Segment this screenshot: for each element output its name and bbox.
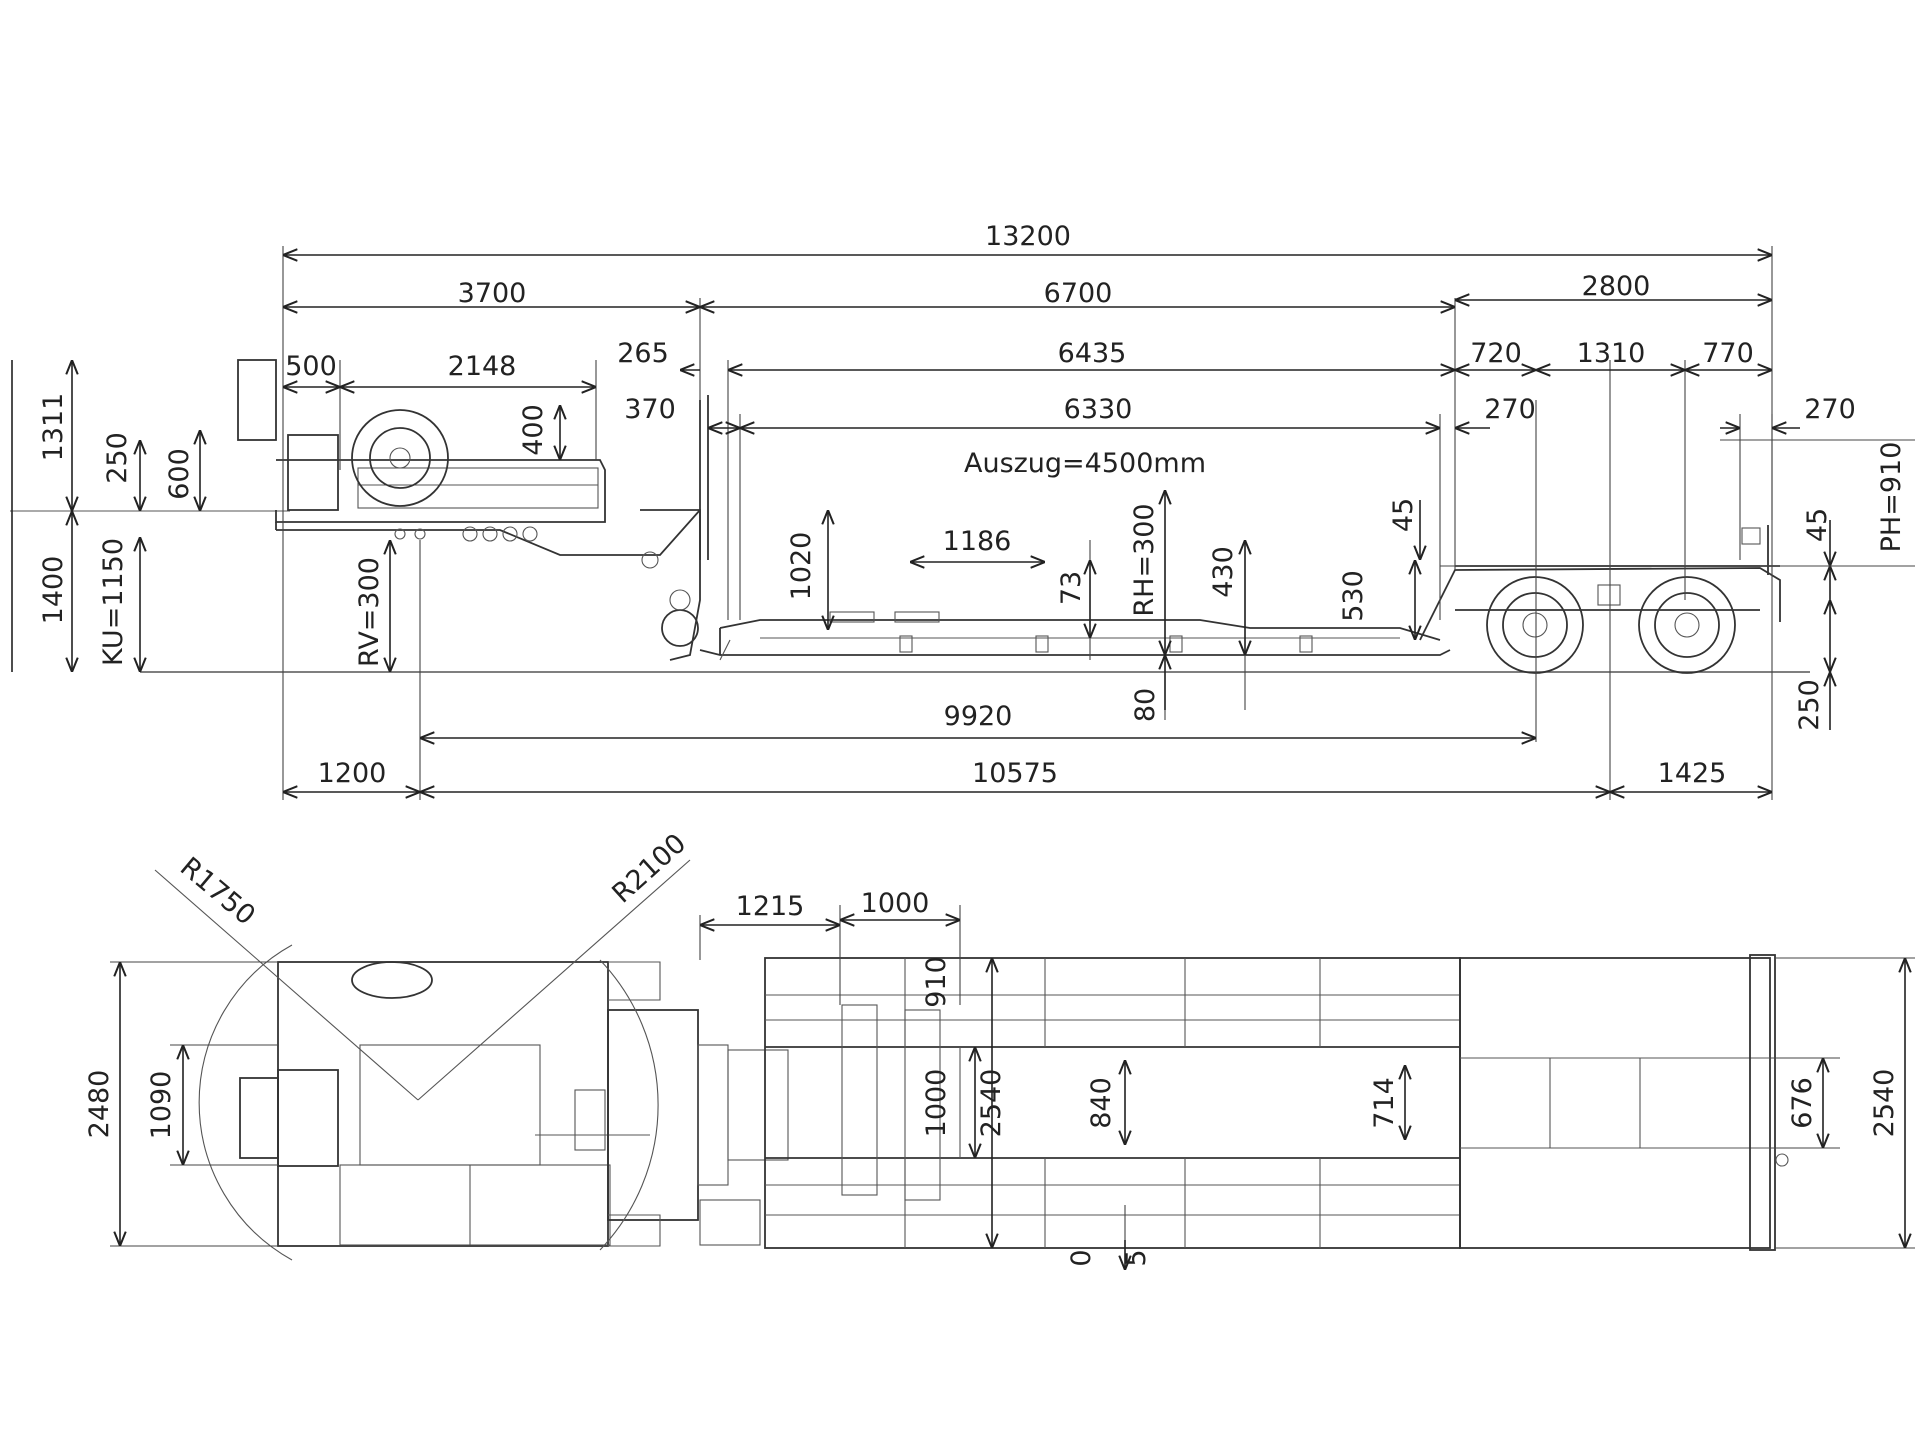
label-1215: 1215 xyxy=(736,891,805,922)
label-1000: 1000 xyxy=(861,888,930,919)
label-extension: Auszug=4500mm xyxy=(964,448,1206,479)
gooseneck-plan xyxy=(239,961,789,1247)
horizontal-dimensions xyxy=(283,255,1800,792)
label-ph: PH=910 xyxy=(1876,442,1907,553)
label-2148: 2148 xyxy=(448,351,517,382)
label-530: 530 xyxy=(1338,570,1369,622)
label-2800: 2800 xyxy=(1582,271,1651,302)
label-400: 400 xyxy=(518,404,549,456)
label-2540-inner: 2540 xyxy=(976,1069,1007,1138)
side-view: 13200 3700 6700 2800 500 2148 265 6435 7… xyxy=(10,221,1915,800)
extension-lines xyxy=(282,246,1773,800)
label-45-a: 45 xyxy=(1388,498,1419,532)
label-2480: 2480 xyxy=(84,1070,115,1139)
top-view: R1750 R2100 1215 1000 910 2480 1090 1000… xyxy=(84,828,1915,1270)
label-13200: 13200 xyxy=(985,221,1071,252)
label-1090: 1090 xyxy=(146,1071,177,1140)
label-250-rear: 250 xyxy=(1794,679,1825,731)
label-9920: 9920 xyxy=(944,701,1013,732)
label-270-a: 270 xyxy=(1484,394,1536,425)
label-1200: 1200 xyxy=(318,758,387,789)
rear-module-plan xyxy=(1459,954,1789,1251)
label-910: 910 xyxy=(921,956,952,1008)
label-714: 714 xyxy=(1369,1077,1400,1129)
label-370: 370 xyxy=(624,394,676,425)
label-80: 80 xyxy=(1130,688,1161,722)
label-ku: KU=1150 xyxy=(98,538,129,666)
label-0: 0 xyxy=(1066,1249,1097,1266)
label-10575: 10575 xyxy=(972,758,1058,789)
label-6435: 6435 xyxy=(1058,338,1127,369)
label-270-b: 270 xyxy=(1804,394,1856,425)
label-500: 500 xyxy=(285,351,337,382)
rear-axle-group xyxy=(1419,525,1781,674)
label-265: 265 xyxy=(617,338,669,369)
label-rv: RV=300 xyxy=(354,557,385,667)
label-1310: 1310 xyxy=(1577,338,1646,369)
gooseneck xyxy=(237,359,709,661)
low-bed-deck xyxy=(699,611,1451,661)
label-770: 770 xyxy=(1702,338,1754,369)
label-430: 430 xyxy=(1208,546,1239,598)
label-600: 600 xyxy=(164,448,195,500)
label-rh: RH=300 xyxy=(1129,503,1160,616)
label-r2100: R2100 xyxy=(606,828,692,910)
label-73: 73 xyxy=(1056,571,1087,605)
side-view-labels: 13200 3700 6700 2800 500 2148 265 6435 7… xyxy=(38,221,1907,789)
top-dimensions xyxy=(120,920,1905,1270)
label-676: 676 xyxy=(1787,1077,1818,1129)
label-1425: 1425 xyxy=(1658,758,1727,789)
label-3700: 3700 xyxy=(458,278,527,309)
label-5: 5 xyxy=(1121,1249,1152,1266)
platform-plan xyxy=(764,957,1461,1249)
label-720: 720 xyxy=(1470,338,1522,369)
label-6700: 6700 xyxy=(1044,278,1113,309)
label-250: 250 xyxy=(102,432,133,484)
label-1186: 1186 xyxy=(943,526,1012,557)
label-1020: 1020 xyxy=(786,532,817,601)
label-6330: 6330 xyxy=(1064,394,1133,425)
turning-radii xyxy=(154,859,691,1261)
label-45-b: 45 xyxy=(1802,508,1833,542)
label-2540-outer: 2540 xyxy=(1869,1069,1900,1138)
label-1400: 1400 xyxy=(38,556,69,625)
label-1311: 1311 xyxy=(38,393,69,462)
label-1000-vertical: 1000 xyxy=(921,1069,952,1138)
label-840: 840 xyxy=(1086,1077,1117,1129)
vertical-dimensions xyxy=(11,360,1915,730)
label-r1750: R1750 xyxy=(174,851,261,931)
